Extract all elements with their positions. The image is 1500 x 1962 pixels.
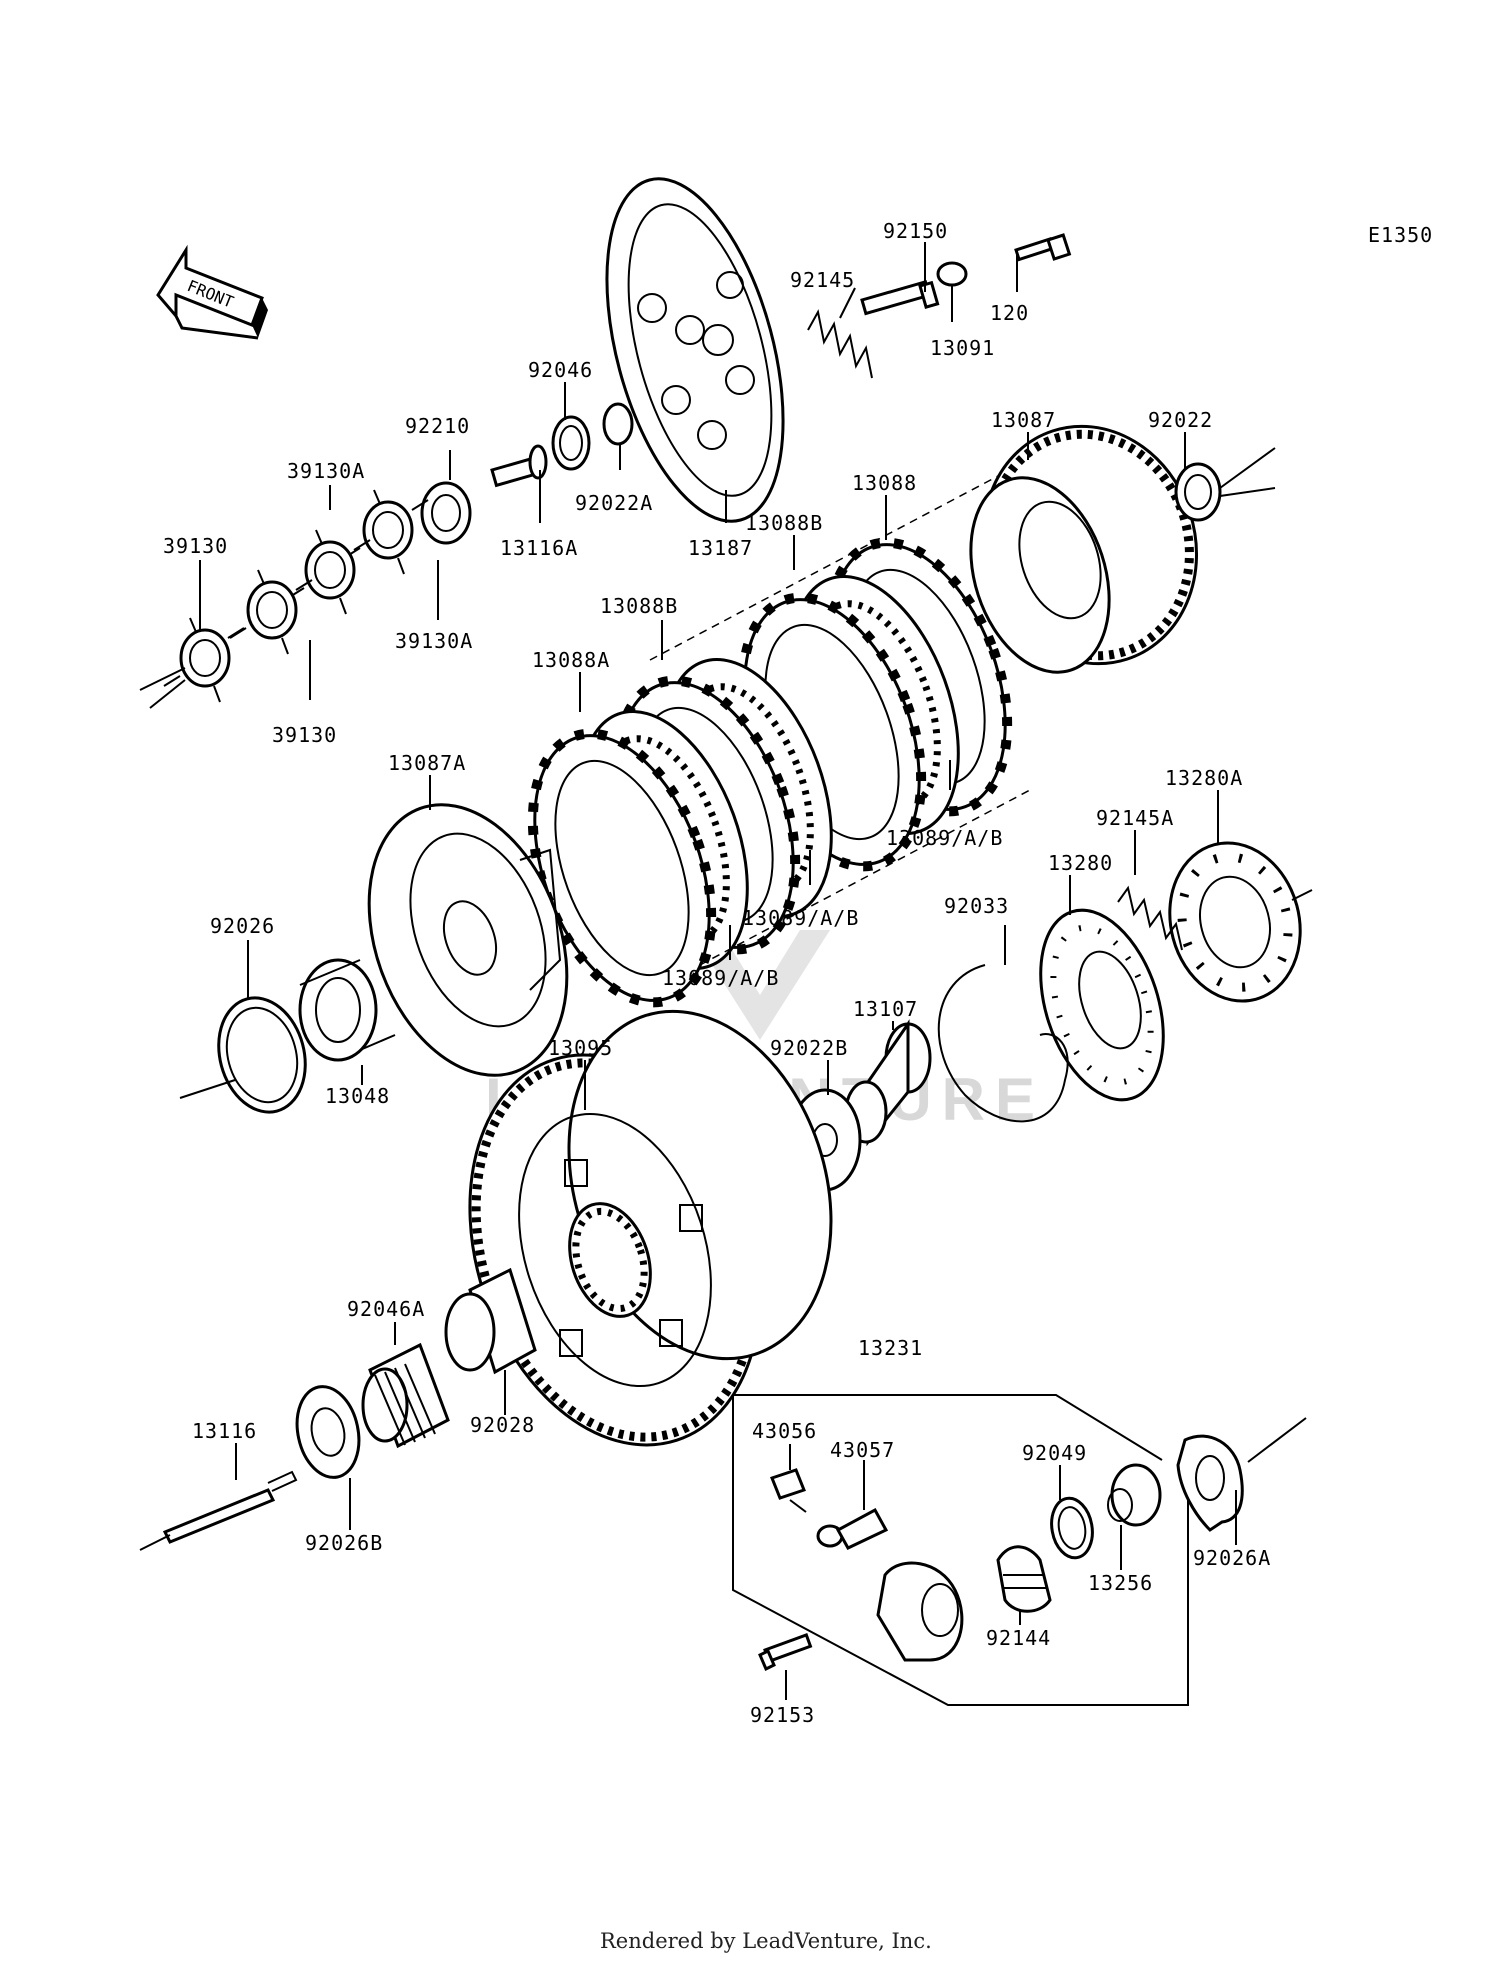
plate-stack-guide: [649, 474, 1031, 966]
label-92144[interactable]: 92144: [986, 1626, 1051, 1650]
cover-43057: [816, 1507, 889, 1550]
plate-13087A: [367, 803, 569, 1077]
label-13088[interactable]: 13088: [852, 471, 917, 495]
collar-13107: [844, 1019, 932, 1147]
seal-92210: [420, 481, 472, 545]
label-13088B-upper[interactable]: 13088B: [745, 511, 823, 535]
bearing-92046: [551, 415, 591, 471]
axis-arrow-hub: [1219, 447, 1276, 497]
label-92210[interactable]: 92210: [405, 414, 470, 438]
label-13116A[interactable]: 13116A: [500, 536, 578, 560]
label-13089-mid[interactable]: 13089/A/B: [742, 906, 859, 930]
label-13048[interactable]: 13048: [325, 1084, 390, 1108]
axis-arrow-left: [139, 667, 186, 709]
plate-13280A: [1168, 841, 1302, 1003]
label-92046[interactable]: 92046: [528, 358, 593, 382]
label-92049[interactable]: 92049: [1022, 1441, 1087, 1465]
label-43056[interactable]: 43056: [752, 1419, 817, 1443]
label-92022B[interactable]: 92022B: [770, 1036, 848, 1060]
rod-13116A: [490, 444, 548, 488]
bolt-92150: [860, 279, 940, 316]
oring-92049: [1050, 1496, 1094, 1560]
label-92022A[interactable]: 92022A: [575, 491, 653, 515]
boot-92144: [996, 1545, 1052, 1613]
label-39130A-top[interactable]: 39130A: [287, 459, 365, 483]
label-13087[interactable]: 13087: [991, 408, 1056, 432]
label-13107[interactable]: 13107: [853, 997, 918, 1021]
label-13087A[interactable]: 13087A: [388, 751, 466, 775]
label-92033[interactable]: 92033: [944, 894, 1009, 918]
spring-92145A: [1117, 885, 1183, 951]
label-92153[interactable]: 92153: [750, 1703, 815, 1727]
footer-credit: Rendered by LeadVenture, Inc.: [600, 1929, 932, 1953]
label-92026B[interactable]: 92026B: [305, 1531, 383, 1555]
label-13116[interactable]: 13116: [192, 1419, 257, 1443]
label-92145A[interactable]: 92145A: [1096, 806, 1174, 830]
axis-arrow-92026A: [1247, 1417, 1307, 1463]
release-bracket-13231: [732, 1394, 1189, 1706]
label-39130-left[interactable]: 39130: [163, 534, 228, 558]
label-13231[interactable]: 13231: [858, 1336, 923, 1360]
front-arrow-icon: FRONT: [156, 244, 268, 340]
label-13089-bottom[interactable]: 13089/A/B: [662, 966, 779, 990]
label-92026[interactable]: 92026: [210, 914, 275, 938]
axis-arrow-92026: [179, 1079, 236, 1099]
label-92028[interactable]: 92028: [470, 1413, 535, 1437]
seal-92026: [217, 996, 307, 1114]
part-labels: 92150 120 13091 92145 92046 92210 92022A…: [163, 219, 1271, 1727]
piston-13256: [1107, 1463, 1162, 1527]
diagram-code: E1350: [1368, 223, 1433, 247]
label-13088A[interactable]: 13088A: [532, 648, 610, 672]
release-cylinder-13231: [876, 1561, 964, 1662]
needle-bearing-92046A: [361, 1342, 450, 1449]
label-92145[interactable]: 92145: [790, 268, 855, 292]
cam-plate-39130: [229, 569, 313, 655]
plate-13280: [1039, 908, 1165, 1102]
cam-plate-39130A: [287, 529, 371, 615]
label-92046A[interactable]: 92046A: [347, 1297, 425, 1321]
washer-92026B: [295, 1385, 361, 1479]
rod-13116: [139, 1470, 298, 1551]
circlip-92033: [937, 964, 1069, 1123]
label-13088B-lower[interactable]: 13088B: [600, 594, 678, 618]
label-13187[interactable]: 13187: [688, 536, 753, 560]
cam-plate-39130A-top: [343, 489, 429, 575]
label-120[interactable]: 120: [990, 301, 1029, 325]
spring-92145: [807, 309, 873, 379]
axis-arrow-13280A: [1291, 889, 1313, 901]
label-13256[interactable]: 13256: [1088, 1571, 1153, 1595]
label-13280A[interactable]: 13280A: [1165, 766, 1243, 790]
label-13280[interactable]: 13280: [1048, 851, 1113, 875]
label-39130-bottom[interactable]: 39130: [272, 723, 337, 747]
guide-13048: [298, 958, 396, 1062]
bolt-120: [1014, 233, 1072, 262]
bleeder-43056: [770, 1468, 807, 1513]
bearing-92022: [1174, 462, 1222, 522]
washer-92022A: [602, 402, 634, 446]
leader-lines: [199, 242, 1237, 1700]
pressure-plate-13187: [605, 177, 785, 523]
label-92026A[interactable]: 92026A: [1193, 1546, 1271, 1570]
bolt-92153: [758, 1633, 813, 1672]
clutch-hub-13087: [969, 424, 1199, 674]
label-43057[interactable]: 43057: [830, 1438, 895, 1462]
label-92150[interactable]: 92150: [883, 219, 948, 243]
label-39130A-bottom[interactable]: 39130A: [395, 629, 473, 653]
label-13089-right[interactable]: 13089/A/B: [886, 826, 1003, 850]
label-13091[interactable]: 13091: [930, 336, 995, 360]
clutch-housing-13095: [468, 1009, 833, 1447]
washer-13091: [936, 261, 968, 287]
cam-plate-39130-left: [163, 617, 245, 703]
label-13095[interactable]: 13095: [548, 1036, 613, 1060]
label-92022[interactable]: 92022: [1148, 408, 1213, 432]
gasket-92026A: [1176, 1434, 1244, 1532]
sleeve-92028: [444, 1267, 537, 1375]
